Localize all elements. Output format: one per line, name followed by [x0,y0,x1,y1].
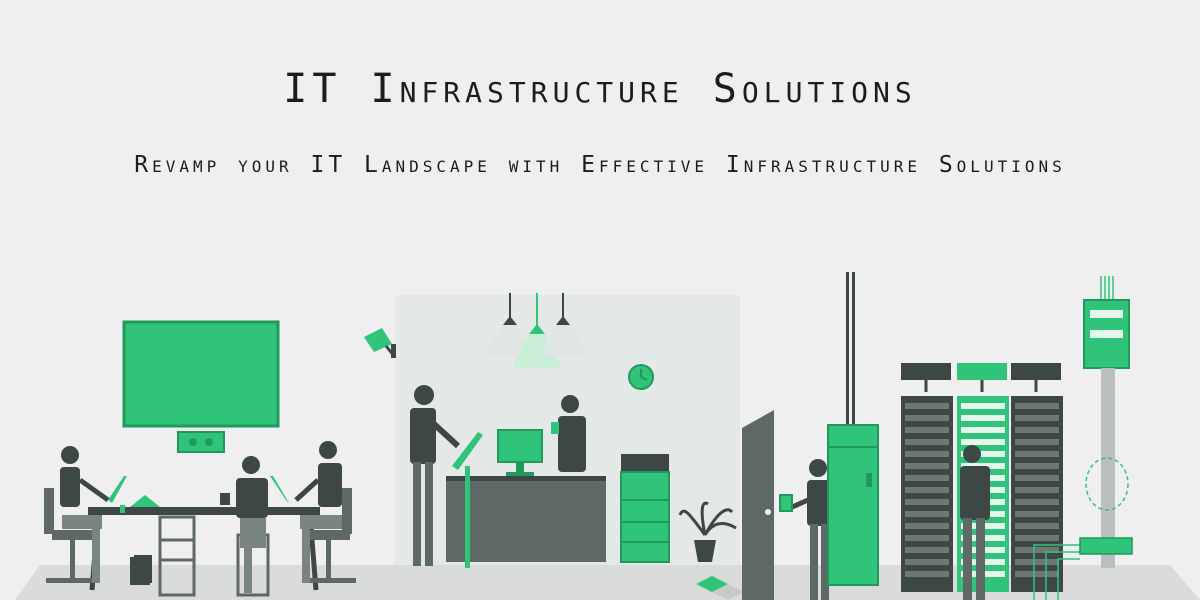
wall-screen [122,320,280,453]
banner-subtitle: Revamp your IT Landscape with Effective … [134,152,1066,178]
laptop [108,476,289,503]
server-slot [1015,535,1059,541]
server-slot [1015,463,1059,469]
server-slot [1015,475,1059,481]
server-slot [1015,511,1059,517]
plant-icon [678,501,737,562]
security-camera-icon [364,328,396,358]
server-slot [905,427,949,433]
server-slot [961,427,1005,433]
electrical-cabinet [827,424,879,586]
person [236,456,268,593]
network-pole [1033,276,1133,600]
person [294,441,342,583]
server-slot [1015,439,1059,445]
server-slot [1015,415,1059,421]
access-panel [779,494,793,512]
door [742,410,774,600]
server-slot [905,403,949,409]
server-slot [905,487,949,493]
server-slot [905,463,949,469]
server-slot [905,523,949,529]
printer-icon [620,454,670,563]
server-slot [1015,451,1059,457]
server-slot [961,439,1005,445]
server-slot [905,475,949,481]
server-slot [961,415,1005,421]
server-slot [1015,547,1059,553]
person [960,445,990,600]
server-slot [1015,499,1059,505]
trash-bin [134,555,152,583]
reception-counter [446,429,606,562]
wall-clock-icon [628,364,654,390]
server-slot [1015,427,1059,433]
person [788,459,831,600]
pipes [846,272,855,572]
chair [44,488,356,583]
server-slot [1015,571,1059,577]
server-slot [905,511,949,517]
server-slot [905,451,949,457]
server-slot [905,499,949,505]
server-slot [961,451,1005,457]
person [60,446,110,583]
kiosk [452,432,483,568]
server-slot [905,535,949,541]
banner-title: IT Infrastructure Solutions [283,66,917,112]
server-slot [905,559,949,565]
person [410,385,461,566]
server-slot [905,547,949,553]
person [551,395,586,472]
server-slot [1015,487,1059,493]
server-slot [1015,559,1059,565]
server-slot [1015,523,1059,529]
server-slot [905,415,949,421]
pendant-lamps [485,293,588,368]
server-slot [961,403,1005,409]
server-slot [905,571,949,577]
server-slot [1015,403,1059,409]
monitor-icon [497,429,543,463]
floor-tiles [696,576,744,600]
server-slot [905,439,949,445]
